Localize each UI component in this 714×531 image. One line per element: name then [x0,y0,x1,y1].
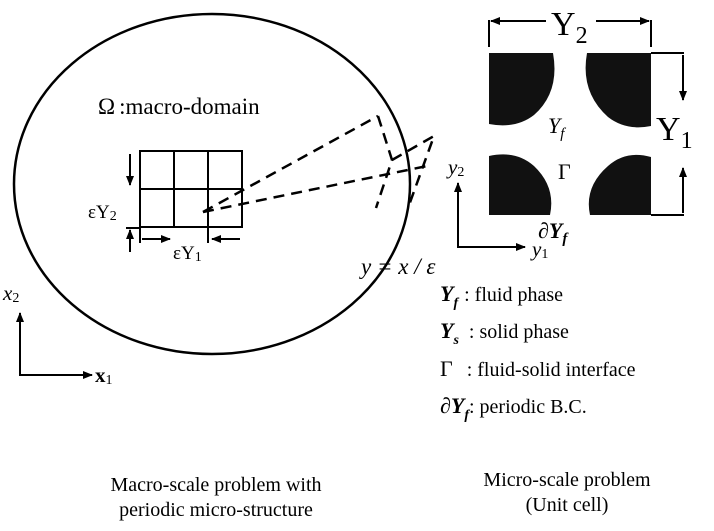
scaling-relation: y = x / ε [359,254,436,279]
legend-item-boundary: ∂Yf: periodic B.C. [440,393,587,423]
fluid-region-label: Yf [548,113,566,142]
micro-caption-line2: (Unit cell) [526,494,609,516]
zoom-lines [202,114,437,214]
macro-axis-x1-label: x1 [95,363,113,388]
legend-item-interface: Γ: fluid-solid interface [440,356,636,381]
fluid-region [489,53,651,215]
boundary-label: ∂Yf [538,218,569,247]
legend: Yf: fluid phase Ys: solid phase Γ: fluid… [440,281,636,423]
periodic-cell-grid [139,150,243,228]
macro-domain-ellipse [12,12,412,356]
interface-label: Γ [558,159,571,184]
cell-width-label: εY1 [173,243,202,265]
macro-caption-line1: Macro-scale problem with [110,474,321,496]
micro-caption-line1: Micro-scale problem [483,469,651,491]
micro-axis-y1-label: y1 [530,237,548,262]
unit-cell-width-label: Y2 [551,6,588,49]
micro-axis-y2-label: y2 [446,155,464,180]
legend-item-fluid: Yf: fluid phase [440,281,563,311]
unit-cell [489,53,651,215]
legend-item-solid: Ys: solid phase [440,318,569,348]
cell-height-label: εY2 [88,202,117,224]
macro-axis-x2-label: x2 [2,281,19,306]
macro-domain-label: Ω:macro-domain [98,94,260,119]
macro-domain-text: :macro-domain [119,94,260,119]
macro-caption-line2: periodic micro-structure [119,499,313,521]
omega-symbol: Ω [98,94,115,119]
unit-cell-height-label: Y1 [656,111,693,154]
